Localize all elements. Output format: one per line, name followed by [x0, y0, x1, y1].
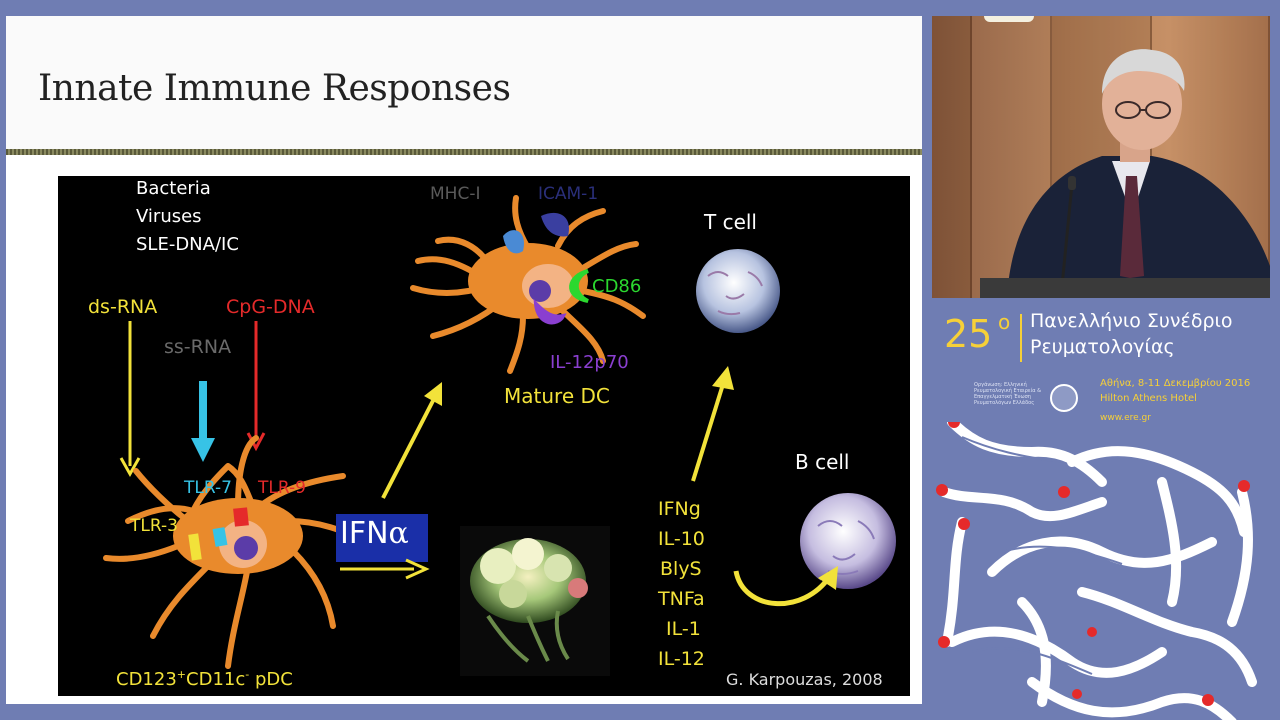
ds-rna-arrow — [119, 321, 141, 478]
ds-rna-label: ds-RNA — [88, 296, 158, 318]
icam-1-label: ICAM-1 — [538, 184, 599, 204]
presentation-slide: Innate Immune Responses — [6, 16, 922, 704]
speaker-figure — [980, 49, 1270, 298]
cytokine-tnfa: TNFa — [658, 588, 705, 610]
cytokine-il-10: IL-10 — [658, 528, 705, 550]
title-divider — [6, 149, 922, 155]
tlr3-label: TLR-3 — [130, 516, 178, 536]
pdc-label-sup-plus: + — [176, 668, 187, 681]
slide-title-bar — [6, 16, 922, 150]
pdc-label-cd123: CD123 — [116, 669, 177, 690]
arrow-to-b-cell — [733, 566, 838, 607]
cytokine-blys: BlyS — [660, 558, 702, 580]
arrow-to-t-cell — [691, 366, 734, 482]
edition-number: 25 — [944, 312, 993, 356]
tlr9-label: TLR-9 — [258, 478, 306, 498]
b-cell-image — [800, 493, 896, 589]
pdc-label: CD123+CD11c- pDC — [116, 668, 293, 690]
ifn-alpha-symbol: α — [388, 516, 409, 551]
mature-dc-cell — [410, 195, 646, 374]
pdc-cell — [103, 435, 361, 669]
il-12p70-label: IL-12p70 — [550, 352, 629, 373]
banner-artwork — [936, 422, 1257, 720]
conference-banner: 25 o Πανελλήνιο Συνέδριο Ρευματολογίας Ο… — [932, 298, 1280, 720]
ifn-alpha-label: IFNα — [340, 516, 409, 551]
ifn-text: IFN — [340, 516, 389, 551]
cpg-dna-arrow — [246, 321, 266, 452]
conference-title-line1: Πανελλήνιο Συνέδριο — [1030, 310, 1233, 332]
ifn-alpha-box — [336, 514, 430, 580]
mature-dc-label: Mature DC — [504, 384, 610, 408]
society-seal-icon — [1050, 384, 1078, 412]
speaker-video-feed — [932, 16, 1270, 298]
t-cell-image — [696, 249, 780, 333]
cpg-dna-label: CpG-DNA — [226, 296, 315, 318]
pdc-label-cd11c: CD11c — [186, 669, 246, 690]
conference-website: www.ere.gr — [1100, 413, 1151, 423]
pdc-label-pdc: pDC — [249, 669, 293, 690]
ss-rna-arrow — [191, 381, 215, 462]
activated-cell-micrograph — [460, 526, 610, 676]
b-cell-label: B cell — [795, 450, 850, 474]
cytokine-ifng: IFNg — [658, 498, 701, 520]
diagram-credit: G. Karpouzas, 2008 — [726, 670, 883, 689]
ss-rna-label: ss-RNA — [164, 336, 232, 358]
tlr7-label: TLR-7 — [184, 478, 232, 498]
pdc-label-sup-minus: - — [245, 668, 250, 681]
stimulus-bacteria: Bacteria — [136, 178, 211, 199]
arrow-to-mature-dc — [381, 382, 442, 499]
cytokine-il-12: IL-12 — [658, 648, 705, 670]
stimulus-viruses: Viruses — [136, 206, 202, 227]
immune-response-diagram: Bacteria Viruses SLE-DNA/IC ds-RNA ss-RN… — [58, 176, 910, 696]
conference-venue: Hilton Athens Hotel — [1100, 393, 1197, 404]
ceiling-light — [984, 16, 1034, 22]
conference-city-dates: Αθήνα, 8-11 Δεκεμβρίου 2016 — [1100, 378, 1251, 389]
slide-title: Innate Immune Responses — [38, 68, 511, 109]
t-cell-label: T cell — [704, 210, 757, 234]
conference-title-line2: Ρευματολογίας — [1030, 336, 1175, 358]
stimulus-sle-dna-ic: SLE-DNA/IC — [136, 234, 239, 255]
organizer-text: Οργάνωση: Ελληνική Ρευματολογική Εταιρεί… — [974, 382, 1042, 406]
banner-divider — [1020, 314, 1022, 362]
diagram-graphics — [103, 195, 896, 676]
mhc-i-label: MHC-I — [430, 184, 481, 204]
cd86-label: CD86 — [592, 276, 642, 297]
cytokine-il-1: IL-1 — [666, 618, 701, 640]
edition-degree: o — [998, 310, 1011, 334]
